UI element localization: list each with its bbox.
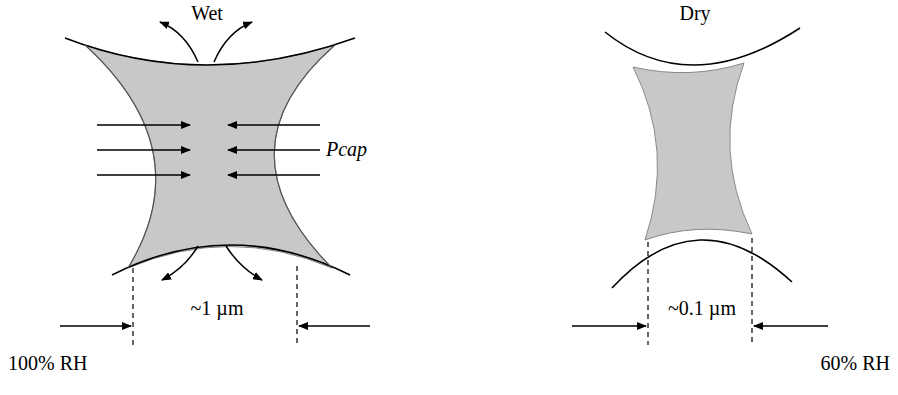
humidity-label: 60% RH (821, 352, 890, 374)
dimension-label: ~0.1 µm (666, 297, 738, 319)
dimension-label: ~1 µm (189, 297, 246, 319)
pressure-label: Pcap (326, 138, 367, 160)
state-label: Wet (191, 2, 223, 24)
state-label: Dry (679, 2, 710, 24)
humidity-label: 100% RH (8, 352, 87, 374)
